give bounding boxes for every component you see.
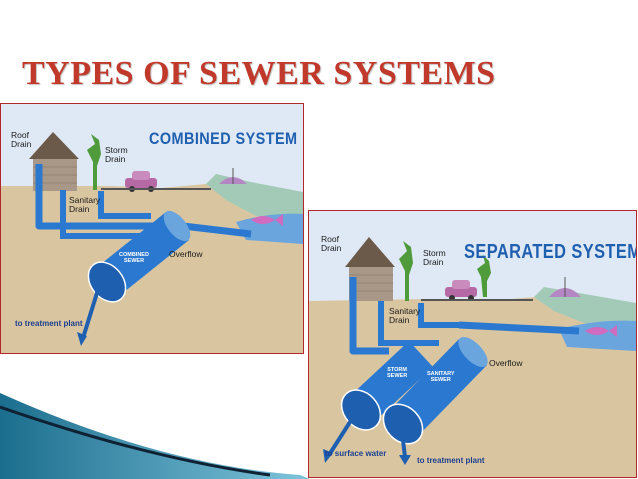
swoosh-line (0, 405, 271, 477)
road (101, 188, 211, 190)
tree-icon (87, 134, 101, 190)
sanitary-drain-pipe (60, 190, 141, 239)
sanitary-flow-arrow-head (399, 455, 411, 465)
flow-arrow-head (77, 332, 87, 346)
slide-decoration (0, 393, 310, 479)
storm-drain-label: Storm Drain (423, 248, 446, 267)
overflow-pipe (182, 222, 252, 238)
swoosh-fill (0, 393, 310, 479)
boat-icon (549, 277, 581, 297)
surface-water-label: to surface water (325, 449, 387, 458)
hill (534, 287, 636, 331)
storm-flow-arrow-shaft (327, 409, 359, 457)
combined-sewer-label: COMBINED SEWER (119, 252, 149, 264)
separated-system-diagram: SEPARATED SYSTEM Roof Drain Storm Drain … (308, 210, 637, 478)
road (421, 299, 533, 301)
overflow-label: Overflow (489, 358, 523, 368)
flow-arrow-shaft (81, 279, 103, 339)
fish-icon (585, 325, 617, 337)
storm-drain-label: Storm Drain (105, 145, 128, 164)
hill (206, 174, 303, 226)
overflow-label: Overflow (169, 249, 203, 259)
overflow-pipe (458, 321, 580, 335)
system-title: SEPARATED SYSTEM (464, 241, 637, 263)
sanitary-sewer-label: SANITARY SEWER (427, 371, 455, 383)
tree-icon (399, 241, 413, 301)
fish-icon (251, 214, 283, 226)
boat-icon (219, 168, 247, 184)
treatment-plant-label: to treatment plant (15, 319, 83, 328)
water (236, 213, 303, 244)
page-title: TYPES OF SEWER SYSTEMS (22, 55, 496, 92)
combined-illustration (1, 104, 303, 353)
car-icon (125, 171, 157, 192)
roof-drain-pipe (35, 164, 161, 230)
treatment-plant-label: to treatment plant (417, 456, 485, 465)
sanitary-drain-label: Sanitary Drain (389, 306, 421, 325)
sanitary-flow-arrow-shaft (399, 422, 407, 458)
roof-drain-pipe (349, 277, 389, 355)
storm-drain-pipe (98, 191, 151, 219)
bush-icon (477, 255, 491, 297)
system-title: COMBINED SYSTEM (149, 129, 298, 148)
storm-drain-pipe (418, 303, 459, 328)
separated-illustration (309, 211, 636, 477)
car-icon (445, 280, 477, 301)
storm-sewer-label: STORM SEWER (387, 367, 408, 379)
roof-drain-label: Roof Drain (11, 130, 32, 149)
sanitary-drain-pipe (378, 301, 439, 346)
storm-flow-arrow-head (323, 449, 333, 463)
roof-drain-label: Roof Drain (321, 234, 342, 253)
sanitary-drain-label: Sanitary Drain (69, 195, 101, 214)
combined-system-diagram: COMBINED SYSTEM Roof Drain Storm Drain S… (0, 103, 304, 354)
